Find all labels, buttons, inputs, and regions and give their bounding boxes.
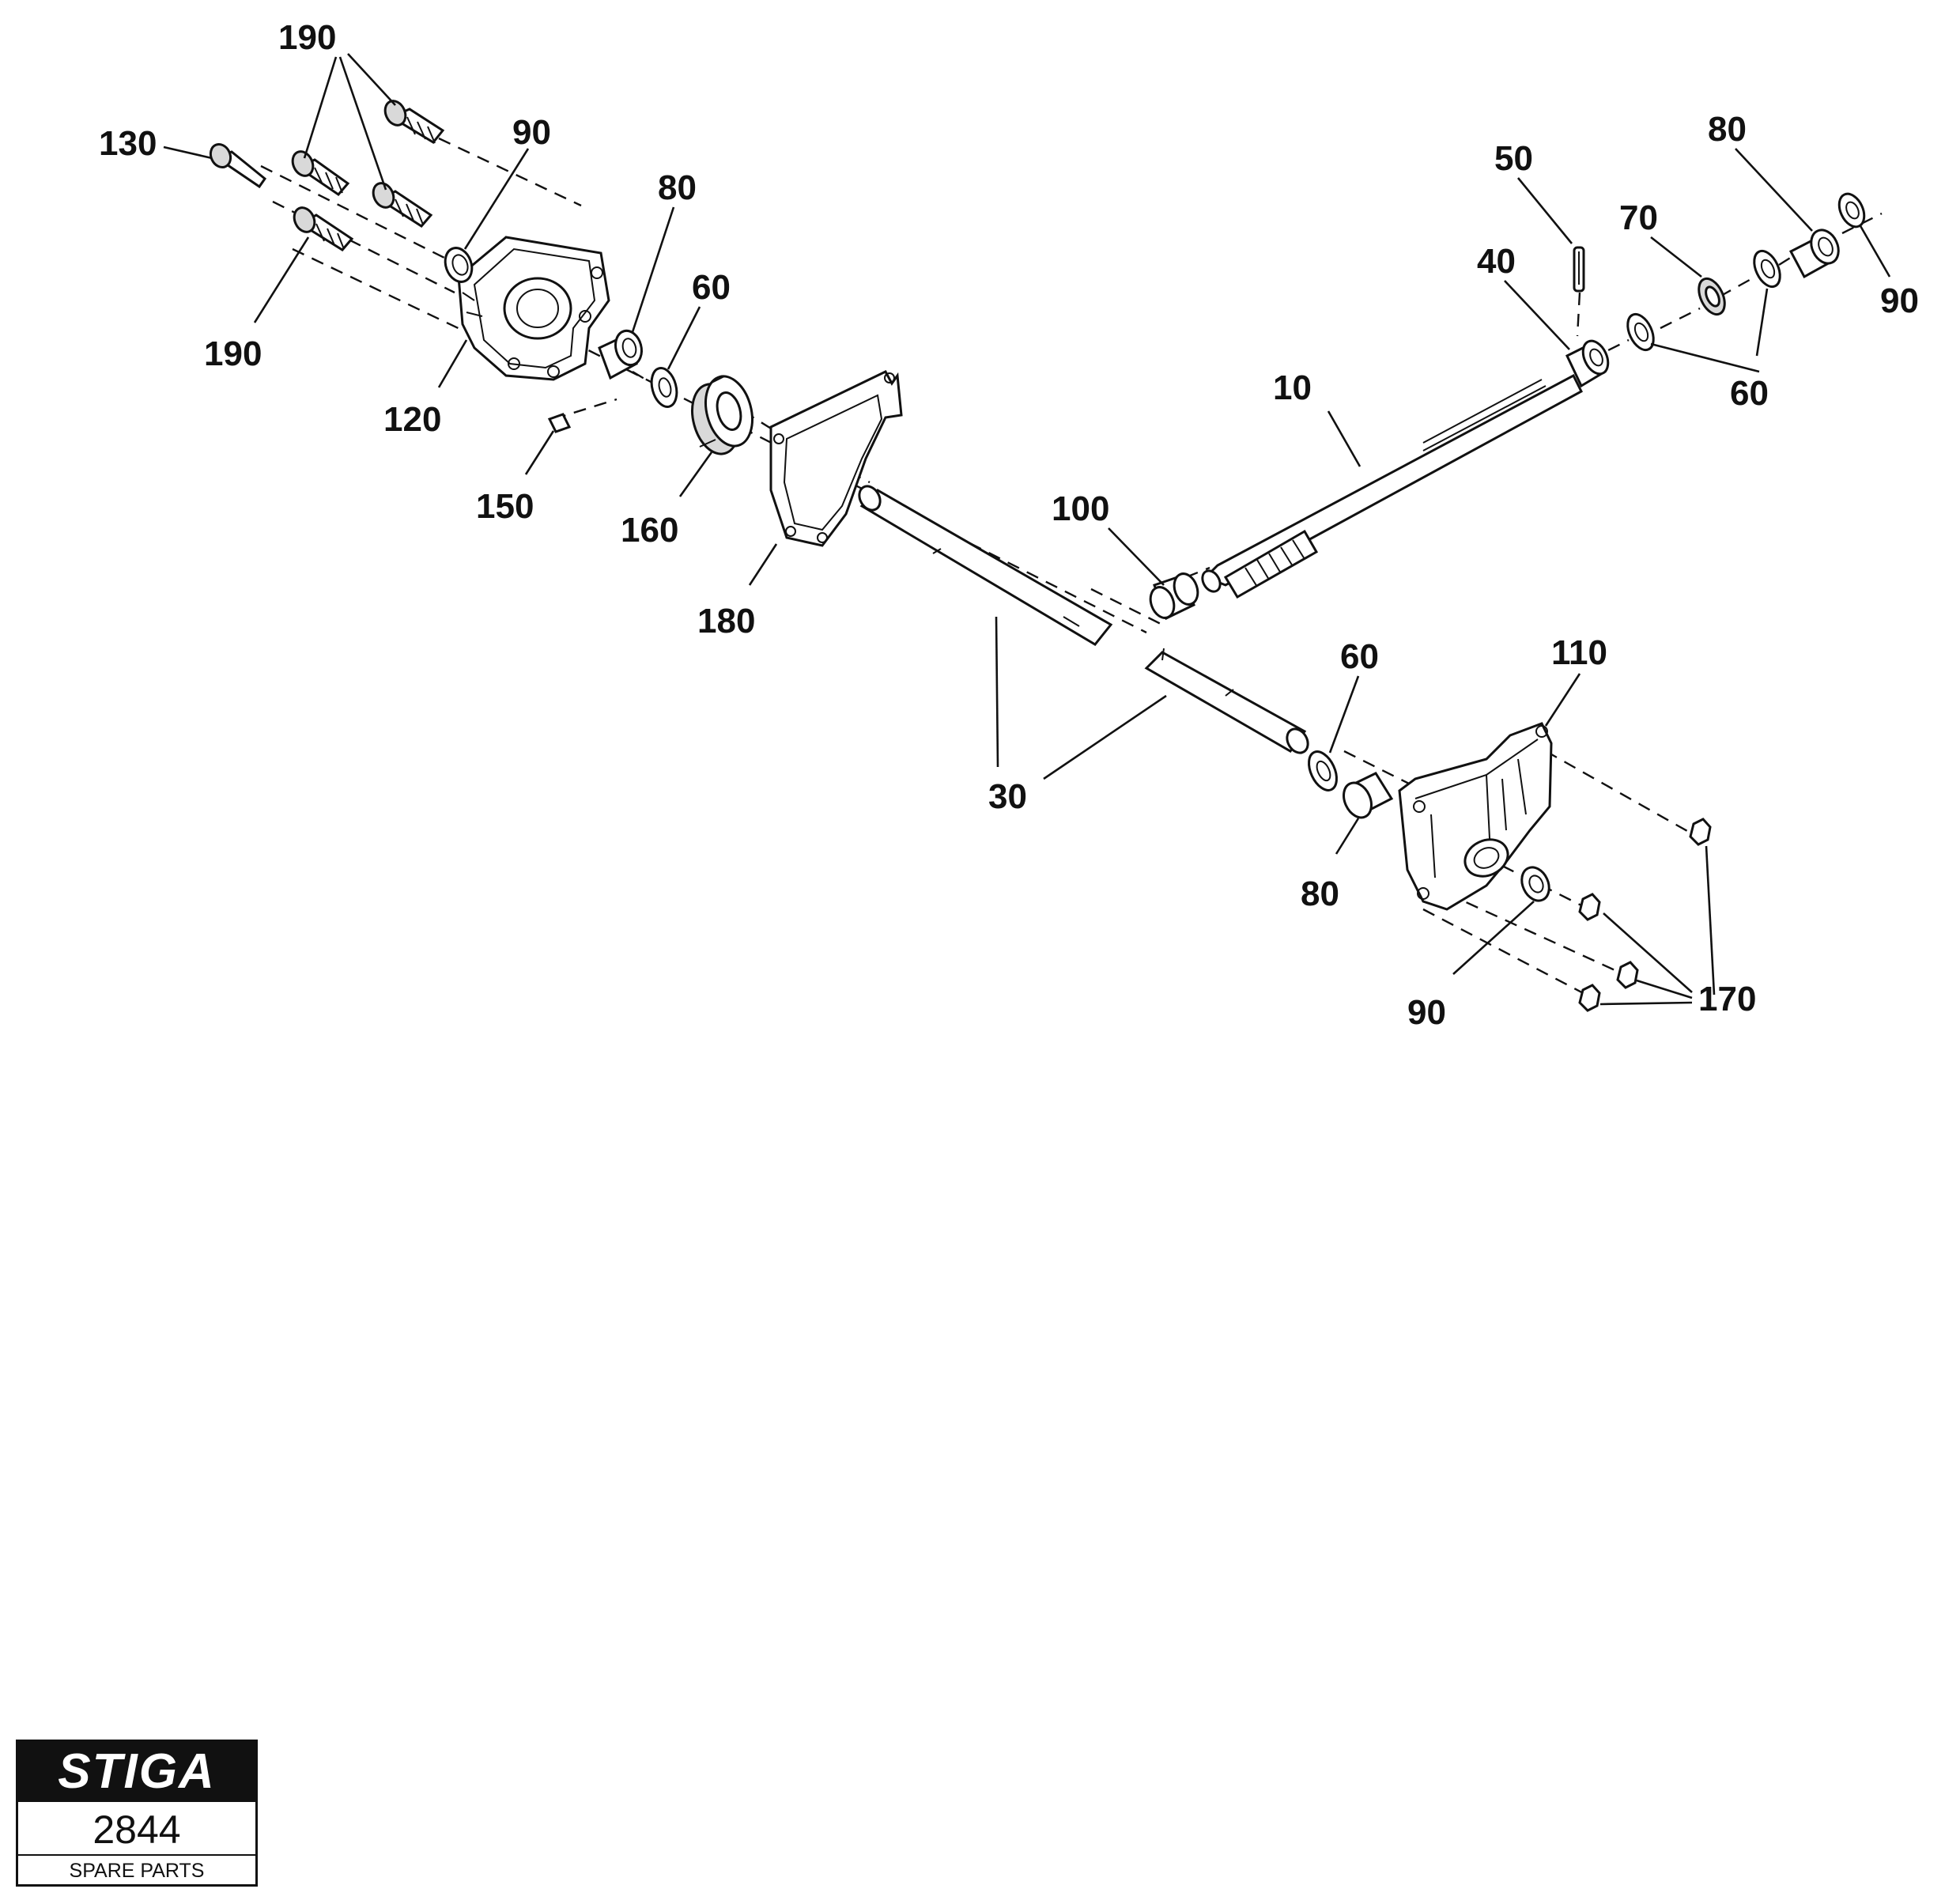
label-10: 10 bbox=[1273, 368, 1312, 407]
label-130: 130 bbox=[99, 124, 157, 163]
roll-pin-50 bbox=[1573, 246, 1585, 293]
oil-seal-90-left bbox=[444, 247, 474, 283]
oil-seal-90-right bbox=[1837, 192, 1866, 229]
bushing-80-lower bbox=[1343, 772, 1394, 819]
label-70: 70 bbox=[1619, 198, 1658, 237]
bushing-80-right bbox=[1788, 229, 1840, 279]
label-100: 100 bbox=[1052, 489, 1109, 528]
label-80-right: 80 bbox=[1708, 110, 1747, 149]
label-90-lower: 90 bbox=[1407, 993, 1446, 1032]
label-120: 120 bbox=[383, 400, 441, 439]
spare-parts-caption: SPARE PARTS bbox=[69, 1860, 205, 1882]
washer-60-right-2 bbox=[1753, 249, 1781, 289]
key-150 bbox=[547, 413, 572, 433]
gearbox-housing-110 bbox=[1398, 722, 1553, 911]
label-40: 40 bbox=[1477, 242, 1516, 281]
washer-60-right bbox=[1626, 312, 1655, 352]
label-90-left: 90 bbox=[512, 113, 551, 152]
label-60-right: 60 bbox=[1730, 374, 1769, 413]
leader-lines bbox=[163, 53, 1891, 1006]
label-80-left: 80 bbox=[658, 168, 697, 207]
label-150: 150 bbox=[476, 487, 534, 526]
washer-60-lower bbox=[1308, 750, 1338, 791]
screw-190-mid-left bbox=[291, 150, 350, 196]
part-labels: 190 130 90 80 60 190 120 150 160 180 100… bbox=[99, 18, 1919, 1032]
oil-seal-90-lower bbox=[1520, 866, 1550, 902]
label-160: 160 bbox=[621, 511, 678, 550]
stiga-logo-box: STIGA 2844 SPARE PARTS bbox=[16, 1740, 258, 1887]
gearbox-cover-120 bbox=[457, 236, 610, 381]
stiga-brand: STIGA bbox=[58, 1744, 216, 1799]
label-190-bottom: 190 bbox=[204, 334, 262, 373]
worm-shaft-10 bbox=[1201, 373, 1583, 599]
label-50: 50 bbox=[1494, 139, 1533, 178]
spring-washer-70 bbox=[1698, 277, 1726, 316]
screw-190-top bbox=[383, 100, 445, 144]
label-60-left: 60 bbox=[692, 268, 731, 307]
diagram-number: 2844 bbox=[18, 1805, 255, 1856]
collar-40 bbox=[1565, 339, 1610, 388]
gasket-180 bbox=[769, 370, 903, 547]
label-80-lower: 80 bbox=[1301, 875, 1339, 913]
screw-190-mid-right bbox=[372, 182, 433, 228]
shaft-30-upper bbox=[858, 485, 1113, 646]
label-110: 110 bbox=[1551, 633, 1607, 672]
screw-190-bottom bbox=[293, 206, 354, 251]
label-30: 30 bbox=[988, 777, 1027, 816]
label-60-lower: 60 bbox=[1340, 637, 1379, 676]
label-170: 170 bbox=[1698, 980, 1756, 1018]
bushing-80-left bbox=[598, 329, 643, 380]
bushing-100 bbox=[1149, 572, 1199, 621]
label-180: 180 bbox=[697, 602, 755, 640]
shaft-30-lower bbox=[1144, 648, 1309, 754]
washer-60-left bbox=[650, 367, 678, 408]
worm-gear-160 bbox=[691, 375, 753, 455]
label-190-top: 190 bbox=[278, 18, 336, 57]
stiga-logo-bar: STIGA bbox=[18, 1742, 255, 1802]
screw-130 bbox=[209, 142, 267, 189]
label-90-right: 90 bbox=[1880, 281, 1919, 320]
nuts-170 bbox=[1578, 818, 1712, 1012]
